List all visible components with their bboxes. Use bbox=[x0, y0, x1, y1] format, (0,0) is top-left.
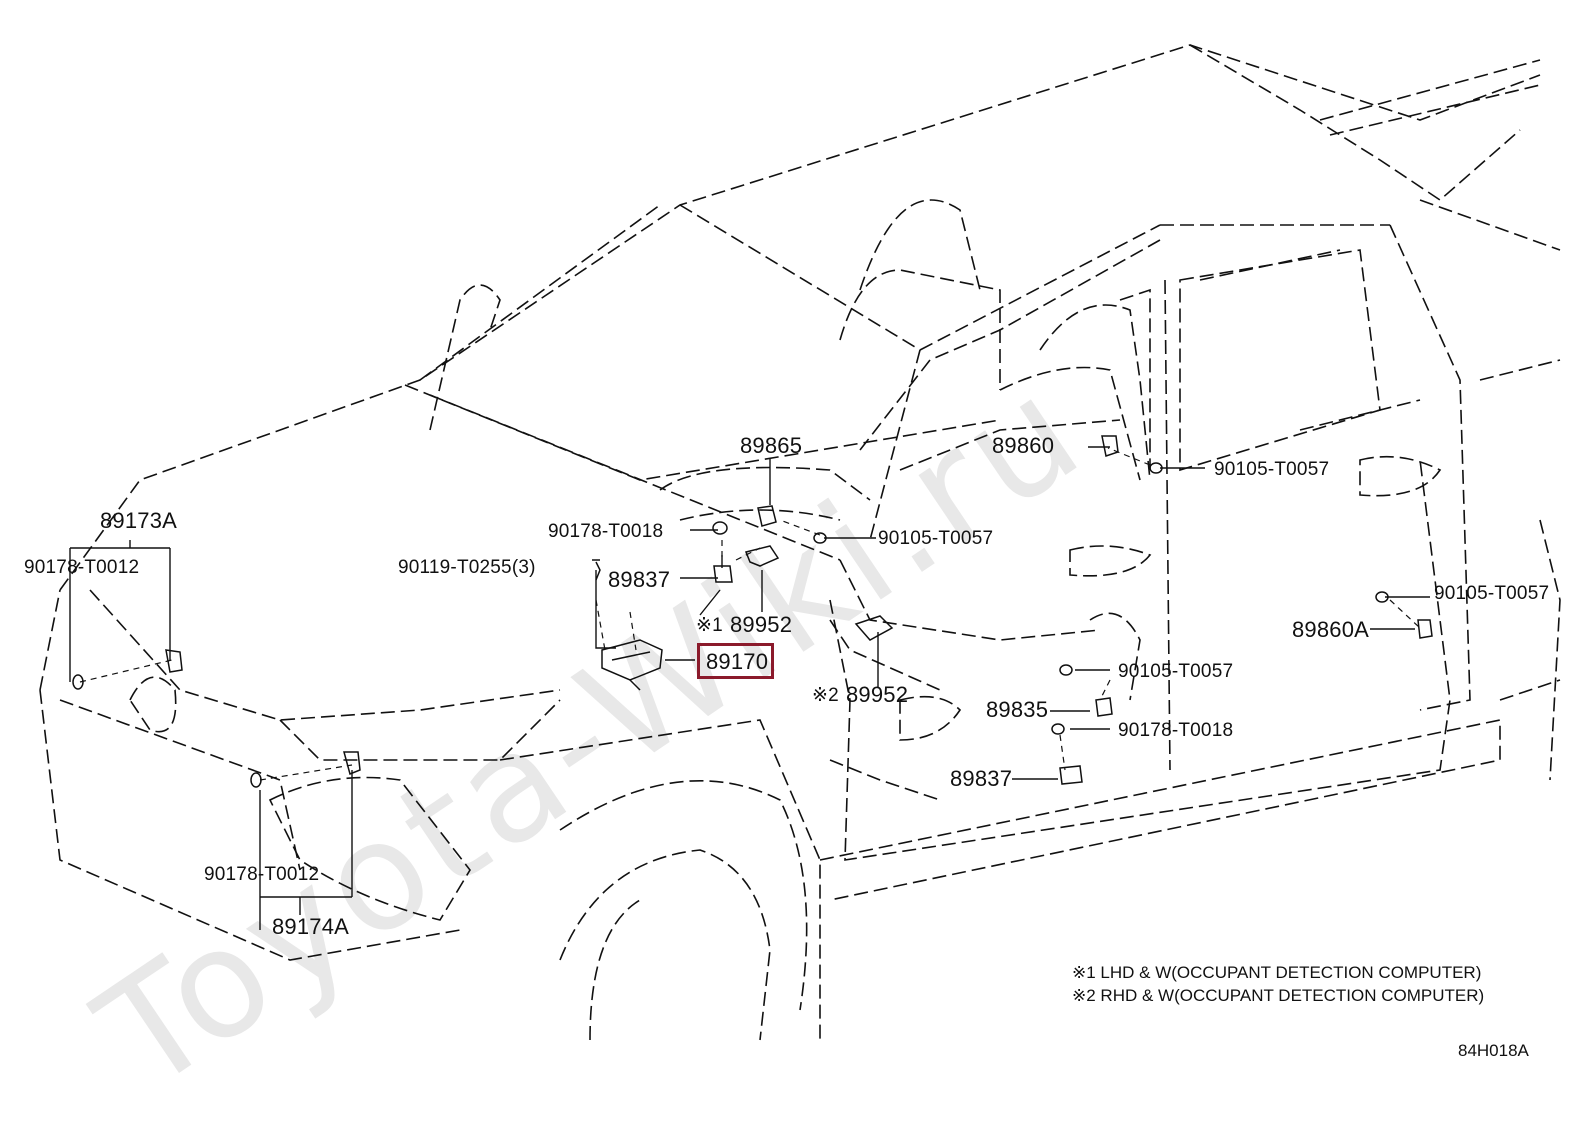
label-89173A: 89173A bbox=[100, 508, 178, 533]
label-89860: 89860 bbox=[992, 433, 1055, 458]
label-90119-T0255: 90119-T0255(3) bbox=[398, 557, 536, 578]
footnote-1: ※1 LHD & W(OCCUPANT DETECTION COMPUTER) bbox=[1072, 963, 1482, 982]
label-89952-upper: 89952 bbox=[730, 612, 793, 637]
label-90178-T0012-front: 90178-T0012 bbox=[24, 557, 140, 578]
diagram-code: 84H018A bbox=[1458, 1041, 1529, 1060]
vehicle-body-outline bbox=[39, 44, 1561, 1041]
leader-lines bbox=[69, 446, 1430, 930]
label-90105-T0057-a: 90105-T0057 bbox=[878, 528, 994, 549]
label-89835: 89835 bbox=[986, 697, 1049, 722]
label-89170: 89170 bbox=[706, 649, 769, 674]
label-90105-T0057-c: 90105-T0057 bbox=[1434, 583, 1550, 604]
label-90178-T0018-upper: 90178-T0018 bbox=[548, 521, 664, 542]
label-90178-T0012-lower: 90178-T0012 bbox=[204, 864, 320, 885]
vehicle-line-drawing bbox=[39, 44, 1561, 1041]
dashed-guides bbox=[79, 447, 1421, 781]
mark-2: ※2 bbox=[812, 685, 839, 706]
footnote-2: ※2 RHD & W(OCCUPANT DETECTION COMPUTER) bbox=[1072, 986, 1485, 1005]
label-89174A: 89174A bbox=[272, 914, 350, 939]
part-shapes bbox=[72, 435, 1433, 788]
label-90105-T0057-d: 90105-T0057 bbox=[1118, 661, 1234, 682]
mark-1: ※1 bbox=[696, 615, 723, 636]
label-89860A: 89860A bbox=[1292, 617, 1370, 642]
highlight-box-89170 bbox=[697, 643, 774, 679]
label-89952-lower: 89952 bbox=[846, 682, 909, 707]
label-89837-lower: 89837 bbox=[950, 766, 1013, 791]
label-90105-T0057-b: 90105-T0057 bbox=[1214, 459, 1330, 480]
label-89837-upper: 89837 bbox=[608, 567, 671, 592]
label-90178-T0018-lower: 90178-T0018 bbox=[1118, 720, 1234, 741]
label-89865: 89865 bbox=[740, 433, 803, 458]
